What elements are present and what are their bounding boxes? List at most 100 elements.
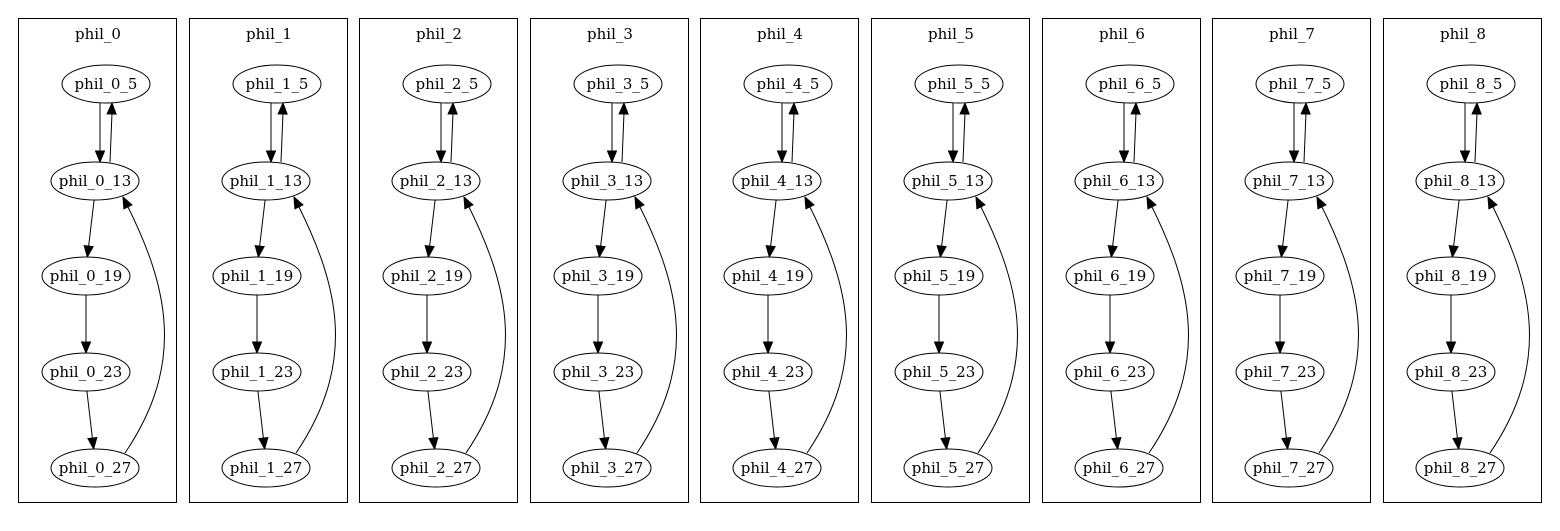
node-label: phil_8_23 (1415, 363, 1488, 381)
arrowhead-icon (1471, 101, 1482, 115)
node-label: phil_2_19 (391, 267, 464, 285)
cluster-phil_2: phil_2phil_2_5phil_2_13phil_2_19phil_2_2… (359, 18, 518, 503)
arrowhead-icon (606, 150, 618, 164)
arrowhead-icon (1316, 195, 1327, 210)
node-label: phil_2_5 (416, 75, 479, 93)
node-phil_7_19: phil_7_19 (1235, 256, 1325, 296)
node-phil_2_19: phil_2_19 (382, 256, 472, 296)
edge-phil_7_23-to-phil_7_27 (1280, 390, 1287, 440)
arrowhead-icon (975, 195, 986, 210)
node-label: phil_6_27 (1083, 459, 1156, 477)
edge-phil_1_27-to-phil_1_13 (295, 204, 336, 454)
node-phil_5_5: phil_5_5 (914, 64, 1004, 104)
arrowhead-icon (634, 195, 645, 210)
node-ellipse (212, 256, 302, 296)
arrowhead-icon (788, 101, 799, 115)
arrowhead-icon (277, 101, 288, 115)
edge-phil_3_23-to-phil_3_27 (598, 390, 605, 440)
edge-phil_6_23-to-phil_6_27 (1110, 390, 1117, 440)
node-ellipse (61, 64, 151, 104)
arrowhead-icon (769, 436, 780, 451)
edges (80, 101, 165, 454)
node-label: phil_5_23 (903, 363, 976, 381)
node-label: phil_2_13 (400, 172, 473, 190)
edges (762, 101, 847, 454)
node-ellipse (1235, 352, 1325, 392)
cluster-title: phil_7 (1269, 25, 1315, 43)
arrowhead-icon (1118, 150, 1130, 164)
edge-phil_5_13-to-phil_5_19 (941, 199, 948, 248)
node-phil_5_13: phil_5_13 (903, 161, 993, 201)
arrowhead-icon (940, 436, 951, 451)
node-phil_1_23: phil_1_23 (212, 352, 302, 392)
arrowhead-icon (265, 150, 277, 164)
node-phil_8_5: phil_8_5 (1426, 64, 1516, 104)
cluster-title: phil_2 (416, 25, 462, 43)
node-ellipse (562, 448, 652, 488)
arrowhead-icon (1459, 150, 1471, 164)
node-ellipse (391, 161, 481, 201)
node-label: phil_3_23 (562, 363, 635, 381)
node-label: phil_7_13 (1253, 172, 1326, 190)
node-phil_8_19: phil_8_19 (1406, 256, 1496, 296)
edges (1104, 101, 1189, 454)
node-ellipse (743, 64, 833, 104)
edge-phil_2_13-to-phil_2_5 (450, 112, 454, 163)
node-ellipse (732, 448, 822, 488)
edge-phil_6_13-to-phil_6_19 (1112, 199, 1119, 248)
node-label: phil_0_23 (50, 363, 123, 381)
arrowhead-icon (1288, 150, 1300, 164)
node-ellipse (903, 161, 993, 201)
node-phil_7_13: phil_7_13 (1244, 161, 1334, 201)
cluster-phil_4: phil_4phil_4_5phil_4_13phil_4_19phil_4_2… (700, 18, 859, 503)
node-ellipse (221, 448, 311, 488)
node-ellipse (894, 352, 984, 392)
node-phil_6_5: phil_6_5 (1085, 64, 1175, 104)
cluster-title: phil_1 (246, 25, 292, 43)
arrowhead-icon (1107, 244, 1118, 259)
cluster-phil_3: phil_3phil_3_5phil_3_13phil_3_19phil_3_2… (530, 18, 689, 503)
edge-phil_4_13-to-phil_4_5 (791, 112, 795, 163)
cluster-title: phil_4 (757, 25, 803, 43)
arrowhead-icon (293, 195, 304, 210)
edge-phil_0_13-to-phil_0_19 (88, 199, 95, 248)
cluster-phil_8: phil_8phil_8_5phil_8_13phil_8_19phil_8_2… (1383, 18, 1542, 503)
edge-phil_5_13-to-phil_5_5 (962, 112, 966, 163)
node-phil_0_13: phil_0_13 (50, 161, 140, 201)
node-label: phil_0_13 (59, 172, 132, 190)
node-ellipse (914, 64, 1004, 104)
arrowhead-icon (447, 101, 458, 115)
edge-phil_1_23-to-phil_1_27 (257, 390, 264, 440)
edges (1445, 101, 1530, 454)
node-phil_0_23: phil_0_23 (41, 352, 131, 392)
edge-phil_4_23-to-phil_4_27 (768, 390, 775, 440)
node-phil_3_19: phil_3_19 (553, 256, 643, 296)
node-ellipse (212, 352, 302, 392)
node-phil_0_19: phil_0_19 (41, 256, 131, 296)
arrowhead-icon (959, 101, 970, 115)
node-label: phil_6_19 (1074, 267, 1147, 285)
node-ellipse (41, 256, 131, 296)
cluster-title: phil_3 (587, 25, 633, 43)
arrowhead-icon (1104, 341, 1116, 355)
edge-phil_3_13-to-phil_3_19 (600, 199, 607, 248)
arrowhead-icon (428, 436, 439, 451)
arrowhead-icon (776, 150, 788, 164)
node-phil_6_13: phil_6_13 (1074, 161, 1164, 201)
edge-phil_0_27-to-phil_0_13 (124, 204, 165, 454)
node-ellipse (1235, 256, 1325, 296)
arrowhead-icon (762, 341, 774, 355)
node-phil_5_19: phil_5_19 (894, 256, 984, 296)
node-label: phil_3_13 (571, 172, 644, 190)
node-ellipse (1255, 64, 1345, 104)
node-label: phil_7_5 (1269, 75, 1332, 93)
arrowhead-icon (1487, 195, 1498, 210)
node-ellipse (573, 64, 663, 104)
node-ellipse (1074, 448, 1164, 488)
node-label: phil_8_19 (1415, 267, 1488, 285)
node-phil_5_23: phil_5_23 (894, 352, 984, 392)
node-ellipse (553, 256, 643, 296)
edge-phil_2_23-to-phil_2_27 (427, 390, 434, 440)
edges (251, 101, 336, 454)
node-label: phil_7_19 (1244, 267, 1317, 285)
